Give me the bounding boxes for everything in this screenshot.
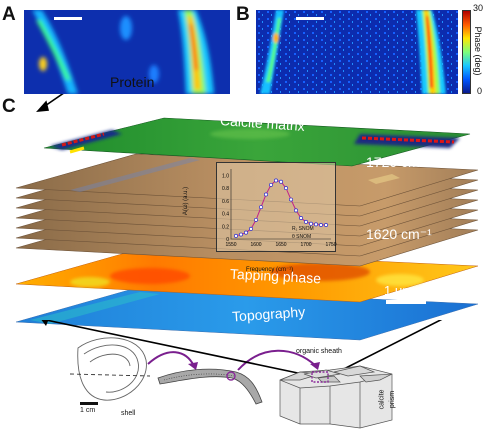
protein-label: Protein bbox=[110, 74, 155, 90]
panel-b-phase-map bbox=[256, 10, 458, 94]
tapping-phase-texture bbox=[70, 263, 424, 287]
inset-y-tick-label: 1.0 bbox=[222, 173, 229, 179]
wavenumber-high-label: 1720 cm⁻¹ bbox=[366, 154, 432, 170]
yellow-marker bbox=[69, 146, 85, 154]
inset-y-tick-label: 0.4 bbox=[222, 212, 229, 218]
panel-a-scalebar bbox=[54, 17, 82, 20]
inset-x-tick-label: 1600 bbox=[250, 242, 261, 248]
shell-label: shell bbox=[121, 410, 136, 417]
panel-b-map-graphic bbox=[256, 10, 458, 94]
panel-c-letter: C bbox=[2, 96, 16, 117]
inset-data-point bbox=[249, 226, 253, 231]
panel-a-letter: A bbox=[2, 4, 16, 25]
calcite-matrix-layer bbox=[43, 117, 471, 167]
bottom-schematic bbox=[41, 320, 443, 429]
inset-data-point bbox=[294, 208, 298, 213]
inset-x-label: Frequency (cm⁻¹) bbox=[246, 267, 294, 273]
calcite-prisms bbox=[279, 365, 393, 429]
protein-band-right bbox=[361, 136, 455, 144]
inset-x-tick-label: 1550 bbox=[225, 242, 236, 248]
inset-data-point bbox=[234, 233, 238, 238]
inset-y-tick-label: 0.8 bbox=[222, 186, 229, 192]
inset-axes bbox=[230, 169, 331, 240]
inset-data-point bbox=[319, 223, 323, 227]
inset-data-point bbox=[259, 205, 263, 210]
calcite-prism-label-2: prism bbox=[389, 390, 397, 409]
inset-x-tick-label: 1650 bbox=[275, 242, 286, 248]
panel-a-map-graphic bbox=[24, 10, 230, 94]
zoom-arrowhead-2 bbox=[310, 362, 320, 370]
colorbar-max-label: 30 bbox=[473, 3, 484, 13]
shell-drawing bbox=[69, 337, 151, 401]
inset-data-point bbox=[254, 217, 258, 222]
inset-data-point bbox=[264, 192, 268, 197]
colorbar-min-label: 0 bbox=[477, 86, 483, 96]
panel-a-phase-map bbox=[24, 10, 230, 94]
inset-x-tick-label: 1700 bbox=[300, 242, 311, 248]
topography-texture bbox=[30, 292, 160, 324]
inset-y-label: A(ω) (a.u.) bbox=[183, 186, 190, 216]
protein-arrows bbox=[36, 94, 64, 112]
inset-x-tick-label: 1750 bbox=[325, 242, 336, 248]
stack-arrows bbox=[45, 320, 443, 377]
inset-y-tick-label: 0 bbox=[226, 237, 229, 243]
scalebar-1um-label: 1 μm bbox=[384, 283, 414, 298]
inset-data-point bbox=[274, 178, 278, 183]
inset-y-tick-label: 0.6 bbox=[222, 199, 229, 205]
inset-data-point bbox=[304, 219, 308, 224]
scalebar-1um bbox=[386, 300, 426, 304]
organic-sheath-label: organic sheath bbox=[296, 348, 342, 355]
inset-plot-area: 1550 1600 1650 1700 1750 0 0.2 0.4 0.6 0.8 1.0 bbox=[222, 169, 337, 248]
panel-b-letter: B bbox=[236, 4, 250, 25]
inset-data-point bbox=[244, 230, 248, 235]
colorbar bbox=[462, 10, 471, 94]
stack-arrowhead-left bbox=[41, 320, 49, 326]
zoom-arrows bbox=[147, 349, 317, 371]
panel-b-scalebar bbox=[296, 17, 324, 20]
zoom-arrowhead-1 bbox=[188, 362, 198, 370]
inset-data-point bbox=[324, 223, 328, 227]
scalebar-1cm bbox=[80, 402, 98, 405]
inset-data-point bbox=[309, 221, 313, 226]
inset-data-point bbox=[299, 216, 303, 220]
inset-data-point bbox=[279, 179, 283, 184]
inset-data-point bbox=[239, 232, 243, 237]
calcite-prism-label-1: calcite bbox=[378, 389, 386, 410]
inset-y-tick-label: 0.2 bbox=[222, 224, 229, 230]
colorbar-title: Phase (deg) bbox=[473, 26, 483, 76]
inset-data-point bbox=[284, 186, 288, 191]
inset-data-point bbox=[314, 222, 318, 227]
shell-cross-section bbox=[157, 368, 263, 405]
inset-data-point bbox=[289, 197, 293, 202]
inset-legend-2: θ SNOM bbox=[292, 234, 312, 240]
inset-data-point bbox=[269, 182, 273, 187]
wavenumber-low-label: 1620 cm⁻¹ bbox=[366, 226, 432, 242]
inset-plot: 1550 1600 1650 1700 1750 0 0.2 0.4 0.6 0.8 1.0 bbox=[216, 162, 337, 252]
inset-legend-1: R₁ SNOM bbox=[292, 226, 314, 232]
scalebar-1cm-label: 1 cm bbox=[80, 407, 96, 414]
